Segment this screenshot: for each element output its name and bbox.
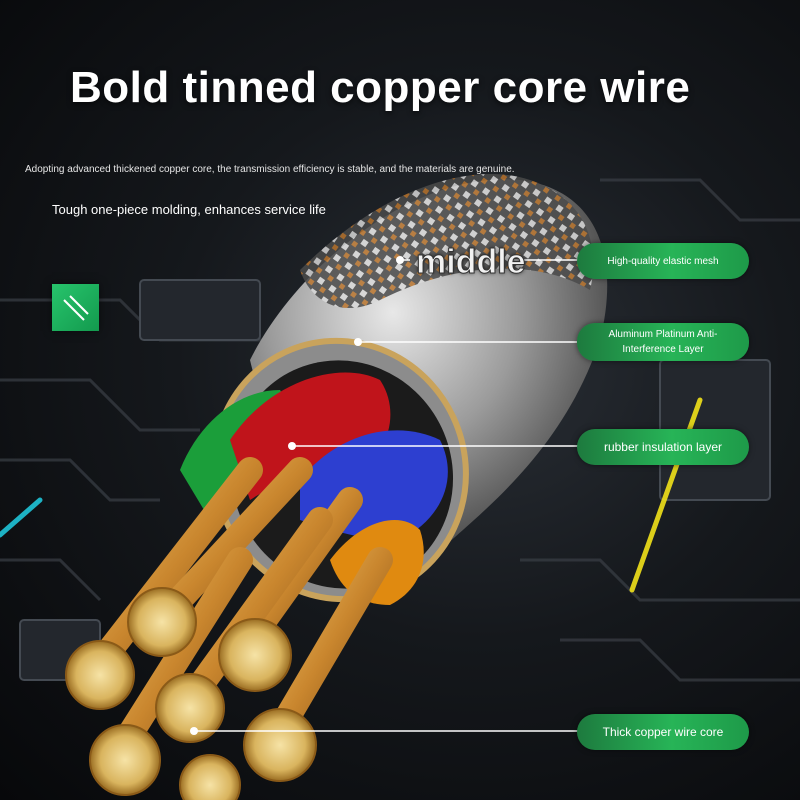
- label-rubber-insulation: rubber insulation layer: [577, 429, 749, 465]
- label-copper-core: Thick copper wire core: [577, 714, 749, 750]
- leader-lines: [194, 259, 578, 732]
- diagonal-lines-icon: [63, 295, 89, 321]
- leader-dots: [190, 256, 404, 735]
- label-text: Aluminum Platinum Anti-Interference Laye…: [608, 329, 718, 355]
- headline: Bold tinned copper core wire: [70, 63, 691, 112]
- braided-mesh: [300, 174, 594, 309]
- cyan-light-streak: [0, 497, 43, 538]
- description-text: Adopting advanced thickened copper core,…: [25, 164, 515, 175]
- label-text: rubber insulation layer: [603, 440, 723, 454]
- feature-badge: [52, 284, 99, 331]
- middle-callout: middle: [416, 243, 527, 282]
- copper-bundle-ends: [65, 587, 317, 800]
- subheading: Tough one-piece molding, enhances servic…: [52, 202, 326, 217]
- label-text: High-quality elastic mesh: [607, 255, 719, 267]
- label-aluminum-layer: Aluminum Platinum Anti-Interference Laye…: [577, 323, 749, 361]
- label-elastic-mesh: High-quality elastic mesh: [577, 243, 749, 279]
- label-text: Thick copper wire core: [602, 725, 724, 739]
